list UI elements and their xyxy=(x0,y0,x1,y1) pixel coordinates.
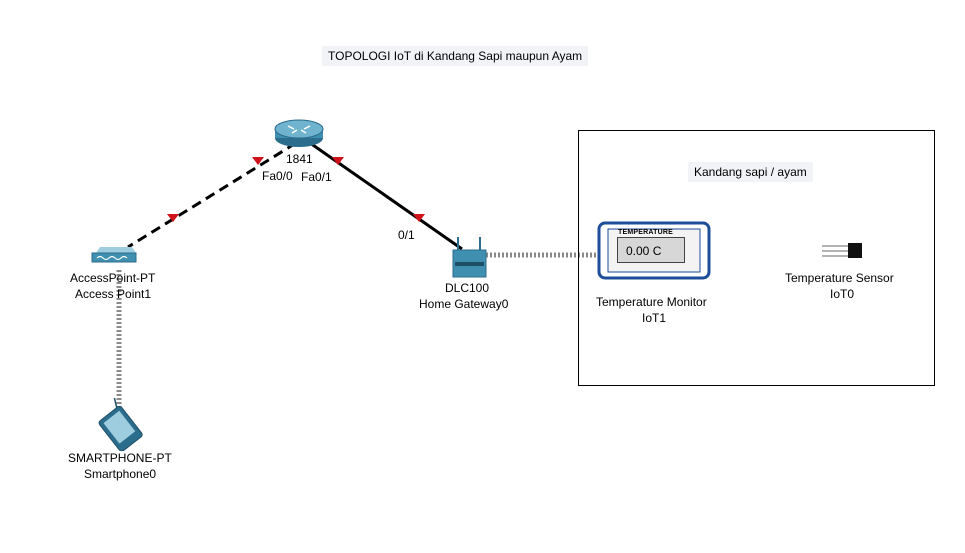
temperature-monitor-header: TEMPERATURE xyxy=(618,229,673,236)
link-router-gateway[interactable] xyxy=(309,141,463,251)
port-label-fa00: Fa0/0 xyxy=(262,169,293,183)
access-point-icon[interactable] xyxy=(91,247,137,263)
access-point-name-label: Access Point1 xyxy=(75,287,152,301)
cluster-kandang[interactable] xyxy=(578,130,935,386)
temperature-monitor-model-label: Temperature Monitor xyxy=(596,295,707,309)
temperature-sensor-name-label: IoT0 xyxy=(830,287,855,301)
smartphone-model-label: SMARTPHONE-PT xyxy=(68,451,172,465)
gateway-model-label: DLC100 xyxy=(445,281,490,295)
temperature-sensor-icon[interactable] xyxy=(822,243,862,258)
gateway-name-label: Home Gateway0 xyxy=(419,297,509,311)
port-label-gateway-01: 0/1 xyxy=(398,228,415,242)
temperature-monitor-name-label: IoT1 xyxy=(642,311,667,325)
access-point-model-label: AccessPoint-PT xyxy=(70,271,156,285)
home-gateway-icon[interactable] xyxy=(452,237,487,278)
temperature-monitor-reading: 0.00 C xyxy=(617,237,685,263)
link-marker-ap-side xyxy=(167,214,179,222)
smartphone-icon[interactable] xyxy=(92,397,143,452)
link-router-accesspoint[interactable] xyxy=(127,141,297,249)
link-marker-router-fa01 xyxy=(332,157,344,165)
temperature-sensor-model-label: Temperature Sensor xyxy=(785,271,894,285)
diagram-title: TOPOLOGI IoT di Kandang Sapi maupun Ayam xyxy=(322,46,589,66)
link-marker-gateway-side xyxy=(413,214,425,222)
router-icon[interactable] xyxy=(274,119,324,147)
link-marker-router-fa00 xyxy=(252,157,264,165)
cluster-label: Kandang sapi / ayam xyxy=(688,162,813,182)
router-model-label: 1841 xyxy=(286,152,313,166)
smartphone-name-label: Smartphone0 xyxy=(84,467,157,481)
port-label-fa01: Fa0/1 xyxy=(301,170,332,184)
